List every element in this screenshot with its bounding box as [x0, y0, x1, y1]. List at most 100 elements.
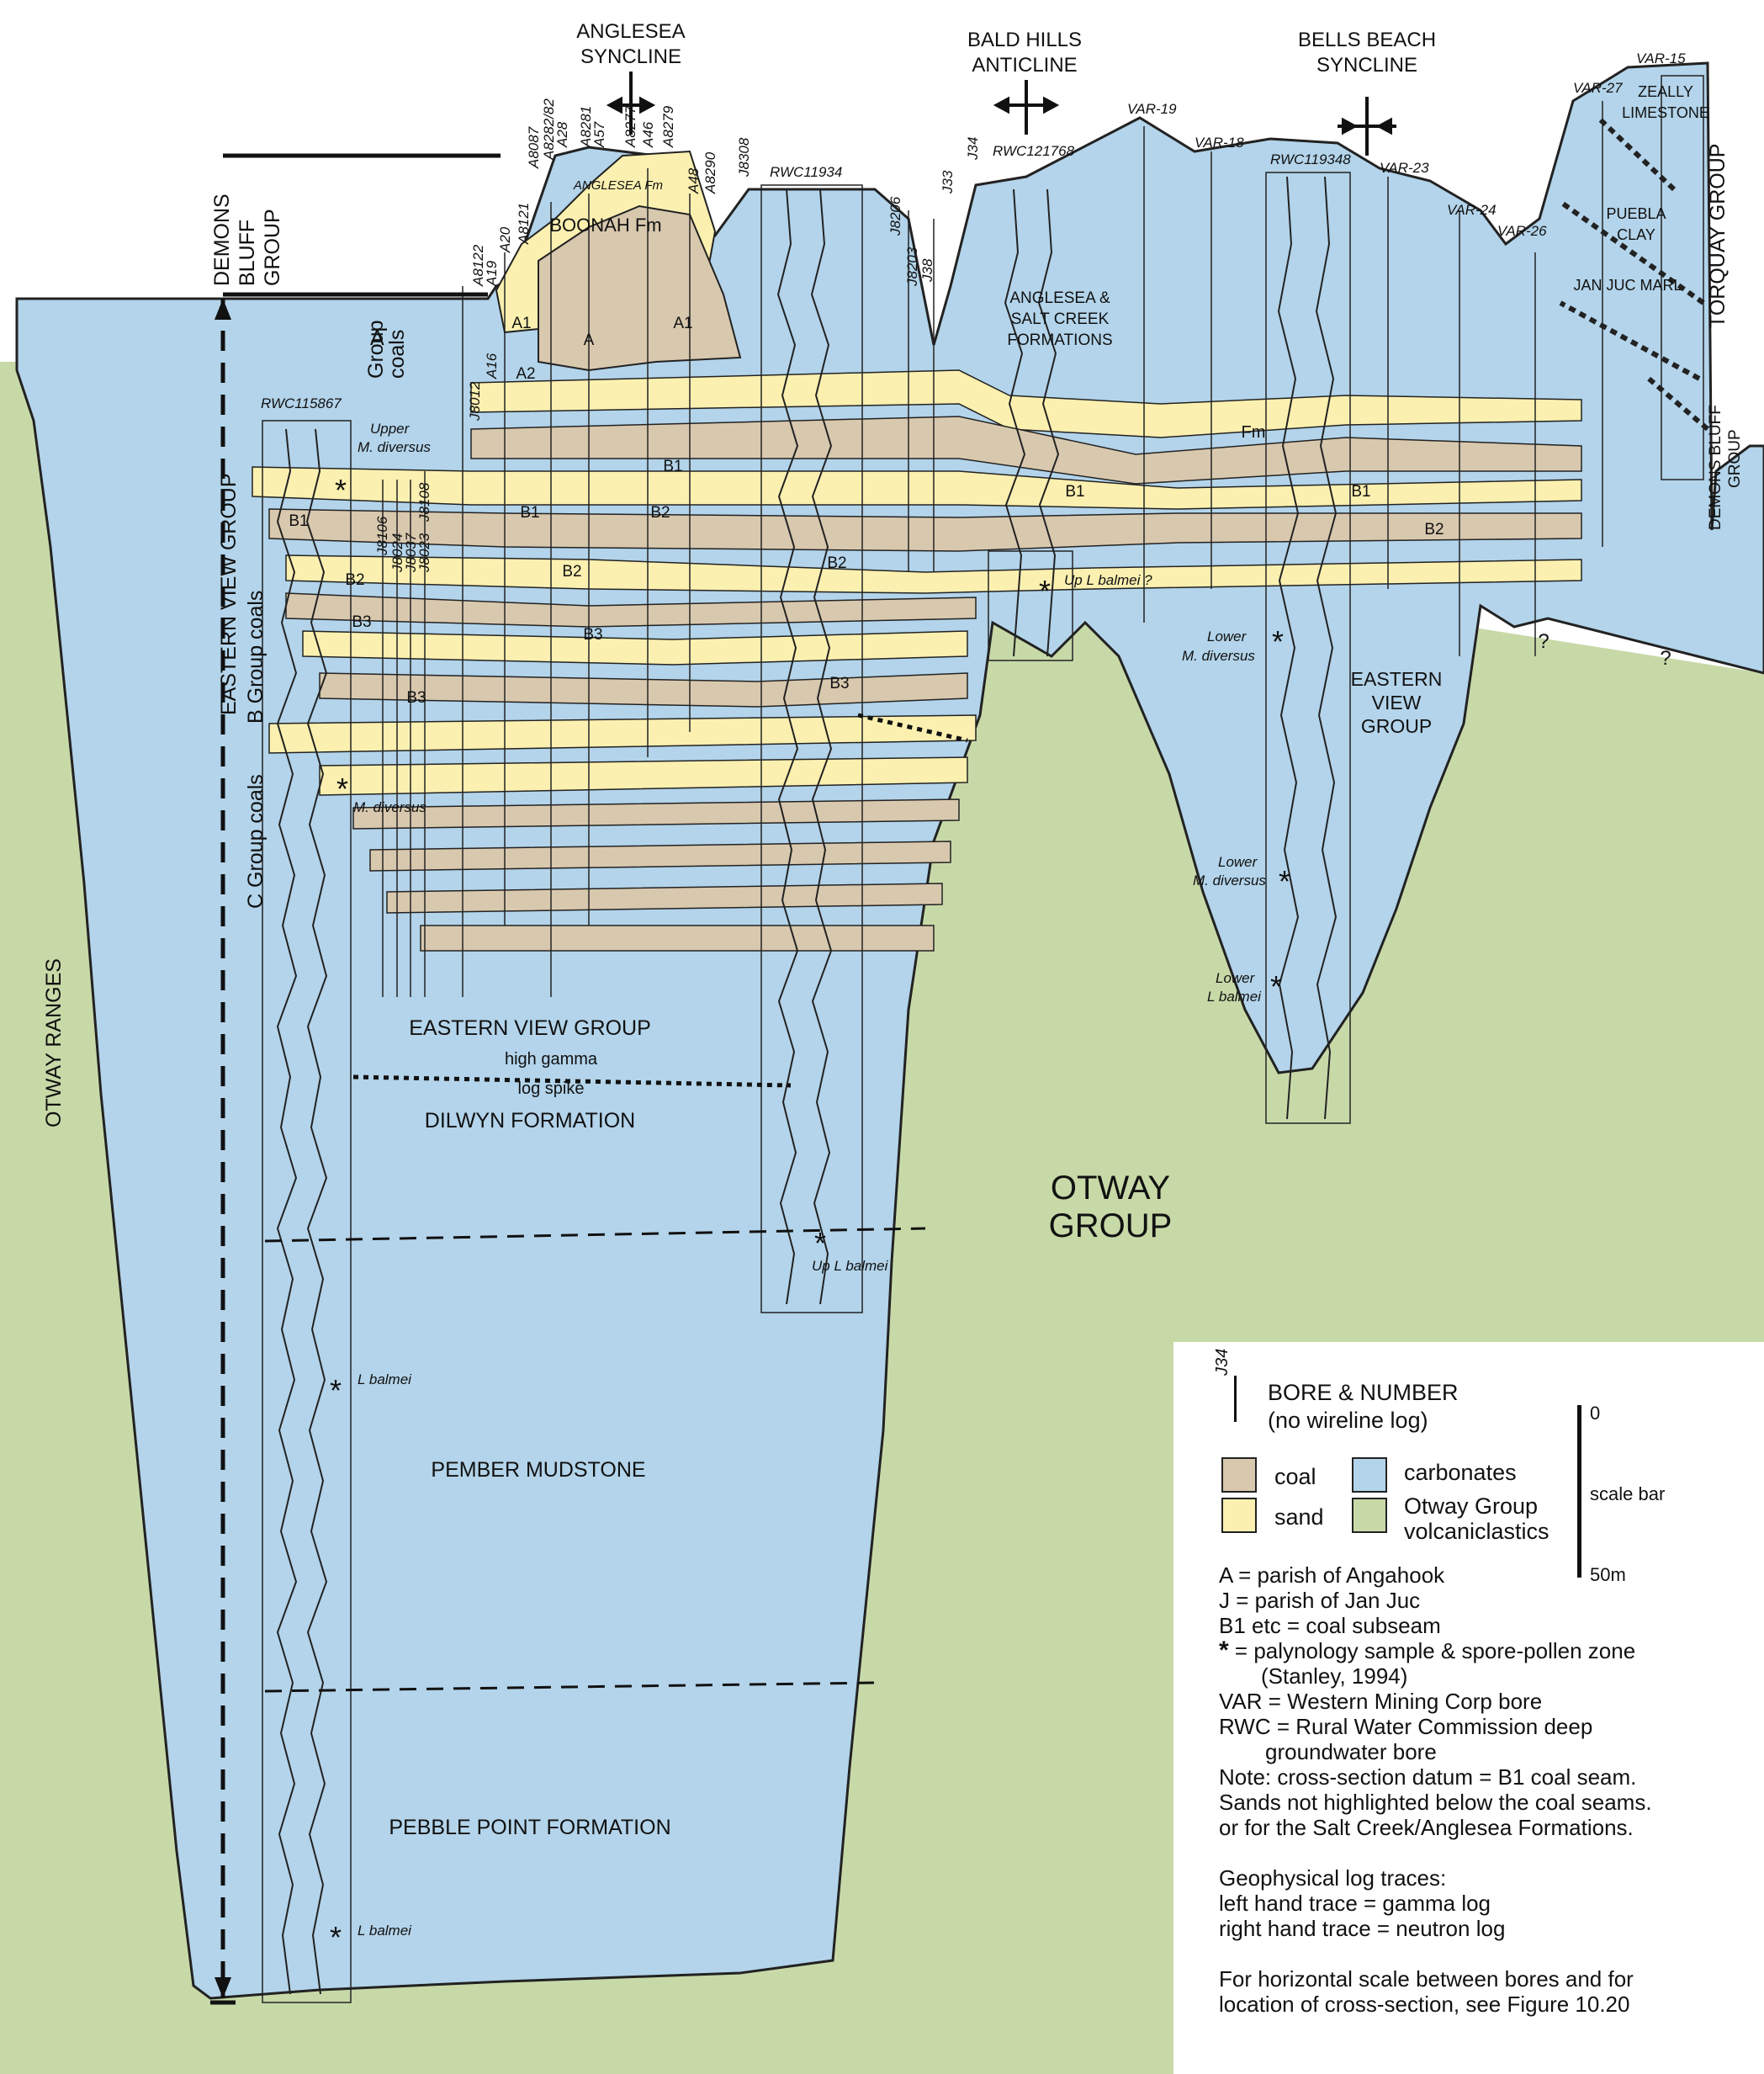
- otway-label-1: Otway Group: [1404, 1493, 1539, 1519]
- question-mark-1: ?: [1538, 630, 1549, 653]
- bore-label: A8122: [470, 244, 486, 287]
- seam-label: B3: [583, 626, 602, 644]
- bald-hills-label-2: ANTICLINE: [972, 54, 1077, 77]
- bore-label: A8282/82: [541, 98, 557, 161]
- seam-label: A2: [516, 365, 535, 383]
- bells-beach-label-2: SYNCLINE: [1316, 54, 1417, 77]
- palynology-star-icon: *: [336, 772, 348, 806]
- correlation-lines: [264, 713, 968, 1693]
- bore-label: RWC11934: [770, 164, 842, 180]
- palynology-star-icon: *: [330, 1373, 342, 1408]
- bore-label: J8308: [736, 137, 752, 178]
- boonah-label: BOONAH Fm: [549, 215, 661, 236]
- demons-bluff-right-2: GROUP: [1726, 429, 1744, 488]
- otway-ranges: OTWAY RANGES: [42, 958, 66, 1127]
- bore-label: J8024: [389, 533, 405, 573]
- seam-label: B1: [1351, 483, 1370, 501]
- palynology-star-icon: *: [1270, 969, 1282, 1004]
- a-group-coals-2: Group: [364, 321, 388, 379]
- demons-bluff-left-3: GROUP: [261, 209, 284, 286]
- bore-label: A8087: [526, 126, 542, 169]
- pebble-point-label: PEBBLE POINT FORMATION: [389, 1816, 670, 1839]
- bore-label: J34: [965, 137, 981, 161]
- note-line: left hand trace = gamma log: [1219, 1891, 1491, 1916]
- puebla-label-2: CLAY: [1617, 226, 1655, 243]
- seam-label: B2: [345, 571, 364, 589]
- question-mark-2: ?: [1660, 647, 1671, 670]
- demons-bluff-right-1: DEMONS BLUFF: [1707, 405, 1724, 530]
- otway-label-2: volcaniclastics: [1404, 1519, 1549, 1544]
- palynology-star-icon: *: [335, 473, 347, 507]
- note-line: Sands not highlighted below the coal sea…: [1219, 1790, 1652, 1815]
- bore-label: A57: [591, 121, 607, 148]
- carbonates-label: carbonates: [1404, 1460, 1517, 1485]
- bracket-arrow-icon: [215, 299, 231, 320]
- zone-label: L balmei: [358, 1923, 412, 1939]
- bore-label: A28: [554, 121, 570, 148]
- sand-swatch: [1221, 1498, 1257, 1533]
- structure-symbols: [606, 72, 1396, 156]
- seam-labels: A1 A A1 A2 B1 B2 B3 B1 B2 B3 B1 B2 B3 B1…: [289, 315, 1444, 707]
- bore-label: A46: [640, 121, 656, 148]
- bore-label: VAR-24: [1447, 202, 1496, 218]
- bore-label: A8121: [516, 203, 532, 245]
- anglesea-salt-creek-1: ANGLESEA &: [1009, 289, 1110, 307]
- scale-mid: scale bar: [1590, 1483, 1666, 1504]
- torquay-group: TORQUAY GROUP: [1706, 144, 1730, 328]
- puebla-label-1: PUEBLA: [1606, 205, 1666, 222]
- bore-label: RWC115867: [261, 395, 342, 411]
- bore-label-1: BORE & NUMBER: [1268, 1380, 1459, 1405]
- left-group-labels: DEMONS BLUFF GROUP EASTERN VIEW GROUP B …: [42, 194, 409, 1127]
- bore-label: J8203: [904, 247, 920, 287]
- otway-swatch: [1352, 1498, 1387, 1533]
- note-line: B1 etc = coal subseam: [1219, 1613, 1441, 1638]
- coal-label: coal: [1274, 1464, 1316, 1489]
- palynology-star-icon: *: [1219, 1636, 1229, 1664]
- bore-label: A48: [686, 167, 702, 194]
- demons-bluff-left-2: BLUFF: [236, 220, 259, 286]
- bore-example-label: J34: [1213, 1348, 1232, 1376]
- bore-label: J8108: [416, 482, 432, 522]
- bore-label: A8277: [622, 105, 638, 148]
- dilwyn-label: DILWYN FORMATION: [425, 1109, 635, 1132]
- eastern-view-label: EASTERN VIEW GROUP: [409, 1016, 651, 1040]
- note-line: or for the Salt Creek/Anglesea Formation…: [1219, 1815, 1634, 1840]
- eastern-view-vertical: EASTERN VIEW GROUP: [217, 473, 241, 715]
- seam-label: B2: [562, 563, 581, 581]
- zone-label: M. diversus: [1182, 648, 1255, 664]
- note-line: [1219, 1840, 1652, 1865]
- anglesea-syncline-label-1: ANGLESEA: [576, 20, 685, 43]
- bore-label: VAR-26: [1497, 223, 1547, 239]
- bore-example-icon: [1234, 1376, 1237, 1422]
- bells-beach-label-1: BELLS BEACH: [1298, 29, 1436, 51]
- bore-label: A8290: [702, 151, 718, 194]
- eastern-view-right-1: EASTERN: [1351, 668, 1443, 690]
- bore-label: J8023: [416, 533, 432, 573]
- legend-panel: J34 BORE & NUMBER (no wireline log) coal…: [1173, 1342, 1764, 2074]
- note-line: For horizontal scale between bores and f…: [1219, 1966, 1634, 1992]
- bore-label: VAR-15: [1636, 50, 1686, 66]
- zeally-label-2: LIMESTONE: [1622, 104, 1709, 121]
- bore-label-2: (no wireline log): [1268, 1408, 1428, 1433]
- note-line: A = parish of Angahook: [1219, 1562, 1445, 1588]
- zone-label: Lower: [1207, 629, 1248, 644]
- scale-bottom: 50m: [1590, 1564, 1626, 1585]
- carbonates-swatch: [1352, 1457, 1387, 1493]
- bore-label: VAR-23: [1380, 160, 1429, 176]
- c-group-coals: C Group coals: [244, 774, 268, 909]
- jan-juc-label: JAN JUC MARL: [1573, 277, 1682, 294]
- note-line: (Stanley, 1994): [1261, 1663, 1408, 1689]
- anglesea-salt-creek-3: FORMATIONS: [1007, 332, 1112, 349]
- seam-label: B2: [827, 554, 846, 572]
- bore-label: J8012: [467, 381, 483, 422]
- zone-label: Lower: [1216, 970, 1256, 986]
- high-gamma-label: high gamma: [505, 1050, 598, 1069]
- palynology-star-icon: *: [1039, 574, 1051, 608]
- palynology-zones: * Upper M. diversus * M. diversus * L ba…: [330, 421, 1290, 1955]
- zone-label: L balmei: [358, 1371, 412, 1387]
- note-line: groundwater bore: [1265, 1739, 1437, 1764]
- seam-label: A: [584, 332, 595, 349]
- seam-label: B1: [1065, 483, 1084, 501]
- seam-label: A1: [673, 315, 692, 332]
- bore-label: A16: [484, 353, 500, 379]
